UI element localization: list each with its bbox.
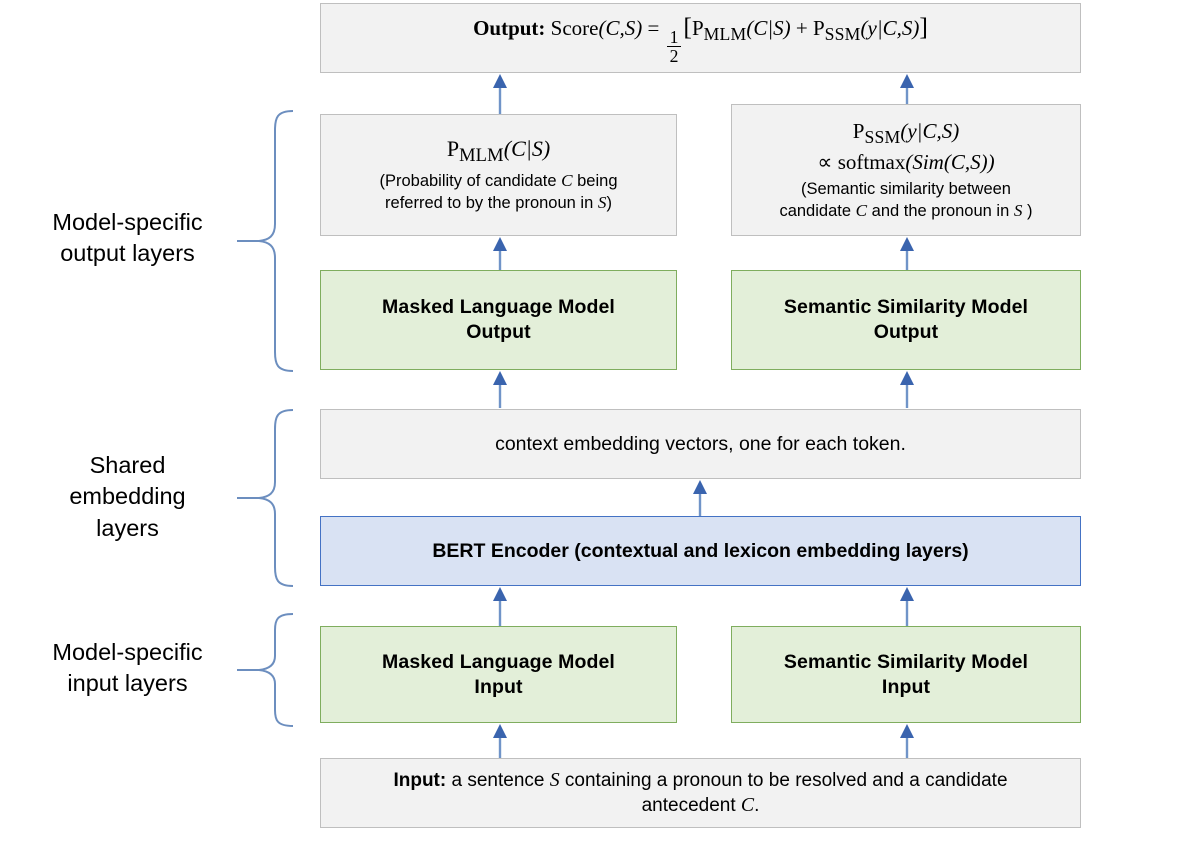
p-ssm-formula-line1: PSSM(y|C,S) xyxy=(853,118,959,149)
masked-language-model-input-box: Masked Language Model Input xyxy=(320,626,677,723)
p-mlm-box: PMLM(C|S) (Probability of candidate C be… xyxy=(320,114,677,236)
label-line-1: Model-specific xyxy=(52,209,203,235)
bracket-open: [ xyxy=(683,12,692,42)
output-label: Output: xyxy=(473,16,546,41)
p-ssm-desc-line1: (Semantic similarity between xyxy=(801,179,1011,198)
ssm-output-line2: Output xyxy=(873,321,939,343)
p-mlm-symbol: P xyxy=(691,16,704,41)
mlm-output-line2: Output xyxy=(466,321,531,343)
brace-model-specific-input-layers xyxy=(235,611,297,734)
p-ssm-formula-line2: ∝ softmax(Sim(C,S)) xyxy=(817,149,994,177)
input-label: Input: xyxy=(393,769,447,791)
p-mlm-args: (C|S) xyxy=(746,16,791,41)
fraction-numerator: 1 xyxy=(666,28,682,47)
input-sentence-rest: a sentence S containing a pronoun to be … xyxy=(446,768,1008,791)
score-fn: Score xyxy=(550,16,599,41)
ssm-input-line2: Input xyxy=(881,675,931,698)
arrow-mlm-output-to-pmlm xyxy=(491,236,509,270)
arrow-input-to-mlm-input xyxy=(491,723,509,759)
arrow-ssm-output-to-pssm xyxy=(898,236,916,270)
plus-sign: + xyxy=(795,16,808,41)
context-embedding-box: context embedding vectors, one for each … xyxy=(320,409,1081,479)
label-line-1: Model-specific xyxy=(52,639,203,665)
fraction-denominator: 2 xyxy=(669,45,679,66)
input-sentence-box: Input: a sentence S containing a pronoun… xyxy=(320,758,1081,828)
p-mlm-args: (C|S) xyxy=(503,136,551,162)
mlm-input-line2: Input xyxy=(474,675,523,698)
arrow-pmlm-to-output xyxy=(491,73,509,115)
bert-encoder-box: BERT Encoder (contextual and lexicon emb… xyxy=(320,516,1081,586)
input-sentence-line2: antecedent C. xyxy=(641,794,760,816)
arrow-context-to-ssm-output xyxy=(898,370,916,408)
p-ssm-symbol: P xyxy=(852,119,865,144)
ssm-input-line1: Semantic Similarity Model xyxy=(783,650,1029,673)
sim-expression: (Sim(C,S)) xyxy=(905,149,995,174)
p-mlm-symbol: P xyxy=(446,136,460,162)
p-ssm-symbol: P xyxy=(812,16,825,41)
p-mlm-desc-line1: (Probability of candidate C being xyxy=(379,171,618,191)
label-model-specific-input-layers: Model-specific input layers xyxy=(20,637,235,700)
ssm-output-line1: Semantic Similarity Model xyxy=(783,296,1029,319)
p-ssm-subscript: SSM xyxy=(824,23,861,44)
brace-shared-embedding-layers xyxy=(235,407,297,596)
softmax-label: softmax xyxy=(837,149,906,174)
p-mlm-subscript: MLM xyxy=(459,145,504,166)
arrow-input-to-ssm-input xyxy=(898,723,916,759)
p-ssm-desc-line2: candidate C and the pronoun in S ) xyxy=(779,200,1033,220)
bracket-close: ] xyxy=(919,12,928,42)
mlm-input-line1: Masked Language Model xyxy=(382,650,615,673)
p-ssm-subscript: SSM xyxy=(864,127,901,148)
masked-language-model-output-box: Masked Language Model Output xyxy=(320,270,677,370)
label-shared-embedding-layers: Shared embedding layers xyxy=(20,450,235,544)
arrow-mlm-input-to-bert xyxy=(491,586,509,626)
mlm-output-line1: Masked Language Model xyxy=(382,296,615,319)
label-line-2: output layers xyxy=(60,240,195,267)
semantic-similarity-model-input-box: Semantic Similarity Model Input xyxy=(731,626,1081,723)
p-ssm-args: (y|C,S) xyxy=(900,119,960,144)
p-ssm-args: (y|C,S) xyxy=(860,16,920,41)
label-model-specific-output-layers: Model-specific output layers xyxy=(20,207,235,270)
semantic-similarity-model-output-box: Semantic Similarity Model Output xyxy=(731,270,1081,370)
equals-sign: = xyxy=(647,16,660,41)
arrow-ssm-input-to-bert xyxy=(898,586,916,626)
label-line-2: input layers xyxy=(67,670,188,697)
bert-encoder-text: BERT Encoder (contextual and lexicon emb… xyxy=(432,539,969,562)
p-mlm-formula: PMLM(C|S) xyxy=(447,135,550,168)
score-args: (C,S) xyxy=(598,16,643,41)
context-embedding-text: context embedding vectors, one for each … xyxy=(495,432,906,455)
arrow-bert-to-context xyxy=(691,479,709,517)
arrow-context-to-mlm-output xyxy=(491,370,509,408)
proportional-symbol: ∝ xyxy=(817,149,833,174)
p-mlm-desc-line2: referred to by the pronoun in S) xyxy=(385,193,612,213)
label-line-2: embedding xyxy=(69,483,186,510)
brace-model-specific-output-layers xyxy=(235,108,297,379)
label-line-1: Shared xyxy=(89,452,166,478)
label-line-3: layers xyxy=(96,514,159,541)
input-sentence-line1: Input: a sentence S containing a pronoun… xyxy=(393,768,1007,793)
p-ssm-box: PSSM(y|C,S) ∝ softmax(Sim(C,S)) (Semanti… xyxy=(731,104,1081,236)
p-mlm-subscript: MLM xyxy=(703,23,747,44)
